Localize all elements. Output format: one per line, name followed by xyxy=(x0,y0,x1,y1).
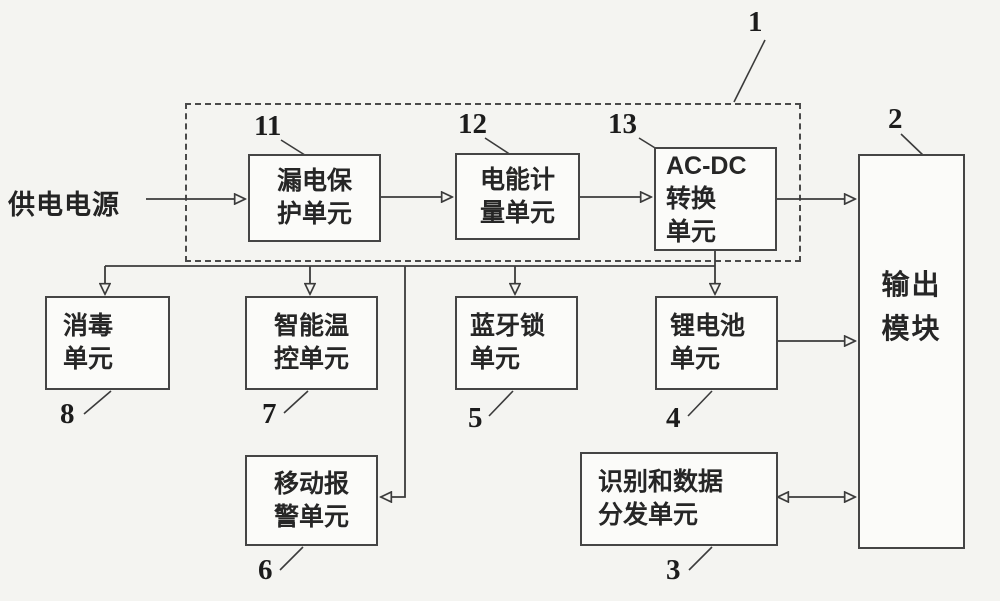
box-smart-thermo-label: 智能温 控单元 xyxy=(273,312,349,373)
leader-ref-1 xyxy=(733,39,766,103)
leader-ref-5 xyxy=(488,390,514,417)
box-leakage-protection-label: 漏电保 护单元 xyxy=(276,167,352,228)
ref-numeral-7: 7 xyxy=(262,398,277,430)
box-energy-metering-label: 电能计 量单元 xyxy=(479,165,555,227)
box-ident-data-distribution-unit: 识别和数据 分发单元 xyxy=(580,452,778,546)
box-output-module: 输出 模块 xyxy=(858,154,965,549)
box-lithium-battery-unit: 锂电池 单元 xyxy=(655,296,778,390)
ref-numeral-12: 12 xyxy=(458,108,487,140)
box-leakage-protection-unit: 漏电保 护单元 xyxy=(248,154,381,242)
box-mobile-alarm-label: 移动报 警单元 xyxy=(273,469,349,531)
box-disinfection-label: 消毒 单元 xyxy=(63,312,114,373)
box-acdc-converter-label: AC-DC 转换 单元 xyxy=(666,151,747,246)
box-energy-metering-unit: 电能计 量单元 xyxy=(455,153,580,240)
box-ident-data-distribution-label: 识别和数据 分发单元 xyxy=(598,468,724,529)
leader-ref-12 xyxy=(484,137,512,156)
ref-numeral-11: 11 xyxy=(254,110,282,142)
leader-ref-3 xyxy=(688,546,713,571)
ref-numeral-8: 8 xyxy=(60,398,75,430)
leader-ref-6 xyxy=(279,546,304,571)
control-group-dashed-outline xyxy=(185,103,801,262)
box-disinfection-unit: 消毒 单元 xyxy=(45,296,170,390)
ref-numeral-1: 1 xyxy=(748,6,763,38)
ref-numeral-4: 4 xyxy=(666,402,681,434)
wire-rail-to-alarm xyxy=(381,266,406,497)
box-bluetooth-lock-unit: 蓝牙锁 单元 xyxy=(455,296,578,390)
box-output-module-label: 输出 模块 xyxy=(881,269,942,344)
leader-ref-7 xyxy=(283,390,309,414)
ref-numeral-13: 13 xyxy=(608,108,637,140)
ref-numeral-2: 2 xyxy=(888,103,903,135)
box-bluetooth-lock-label: 蓝牙锁 单元 xyxy=(470,312,546,373)
ref-numeral-6: 6 xyxy=(258,554,273,586)
ref-numeral-3: 3 xyxy=(666,554,681,586)
power-source-label: 供电电源 xyxy=(8,190,120,220)
ref-numeral-5: 5 xyxy=(468,402,483,434)
box-mobile-alarm-unit: 移动报 警单元 xyxy=(245,455,378,546)
box-acdc-converter-unit: AC-DC 转换 单元 xyxy=(654,147,777,251)
leader-ref-8 xyxy=(83,390,112,415)
box-lithium-battery-label: 锂电池 单元 xyxy=(670,312,746,373)
box-smart-thermo-unit: 智能温 控单元 xyxy=(245,296,378,390)
leader-ref-4 xyxy=(687,390,713,417)
leader-ref-2 xyxy=(900,133,926,158)
